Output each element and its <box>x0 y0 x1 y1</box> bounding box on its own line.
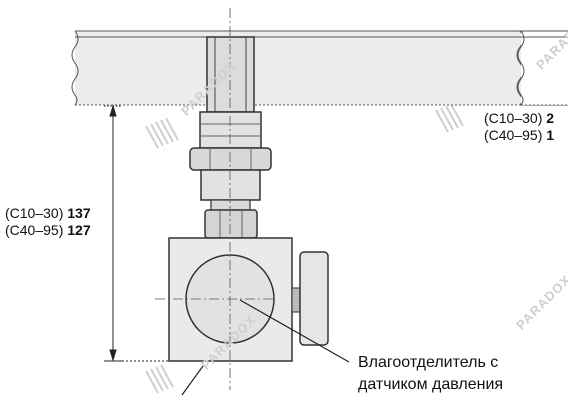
stem-body <box>200 169 261 201</box>
watermark-logo-right <box>435 103 464 133</box>
pipe <box>71 30 568 106</box>
separator-callout: Влагоотделитель с датчиком давления <box>358 352 503 396</box>
leader-lines <box>181 299 350 396</box>
center-lines <box>155 8 275 390</box>
watermark-logo-left <box>145 117 179 149</box>
lock-nut <box>189 147 272 171</box>
dimension-model: (C10–30) <box>484 110 543 126</box>
dimension-label-c40-95: (C40–95) 127 <box>5 222 91 239</box>
dimension-value: 127 <box>67 222 91 238</box>
dimension-model: (C40–95) <box>484 127 543 143</box>
upper-fitting <box>199 111 262 149</box>
dimension-model: (C10–30) <box>5 205 64 221</box>
dimension-value: 137 <box>67 205 91 221</box>
callout-line-2: датчиком давления <box>358 376 504 393</box>
dimension-model: (C40–95) <box>5 222 64 238</box>
collar <box>210 199 251 211</box>
dimension-value: 2 <box>546 110 555 126</box>
dimension-value: 1 <box>546 127 555 143</box>
dimension-line <box>104 104 168 362</box>
hex-nut <box>204 209 258 239</box>
pressure-sensor <box>291 251 329 346</box>
dimension-label-c10-30: (C10–30) 137 <box>5 205 91 222</box>
callout-line-1: Влагоотделитель с <box>358 354 499 371</box>
watermark-logo-bottom <box>145 364 174 394</box>
dimension-label-right-c40-95: (C40–95) 1 <box>484 127 554 144</box>
dimension-label-right-c10-30: (C10–30) 2 <box>484 110 554 127</box>
